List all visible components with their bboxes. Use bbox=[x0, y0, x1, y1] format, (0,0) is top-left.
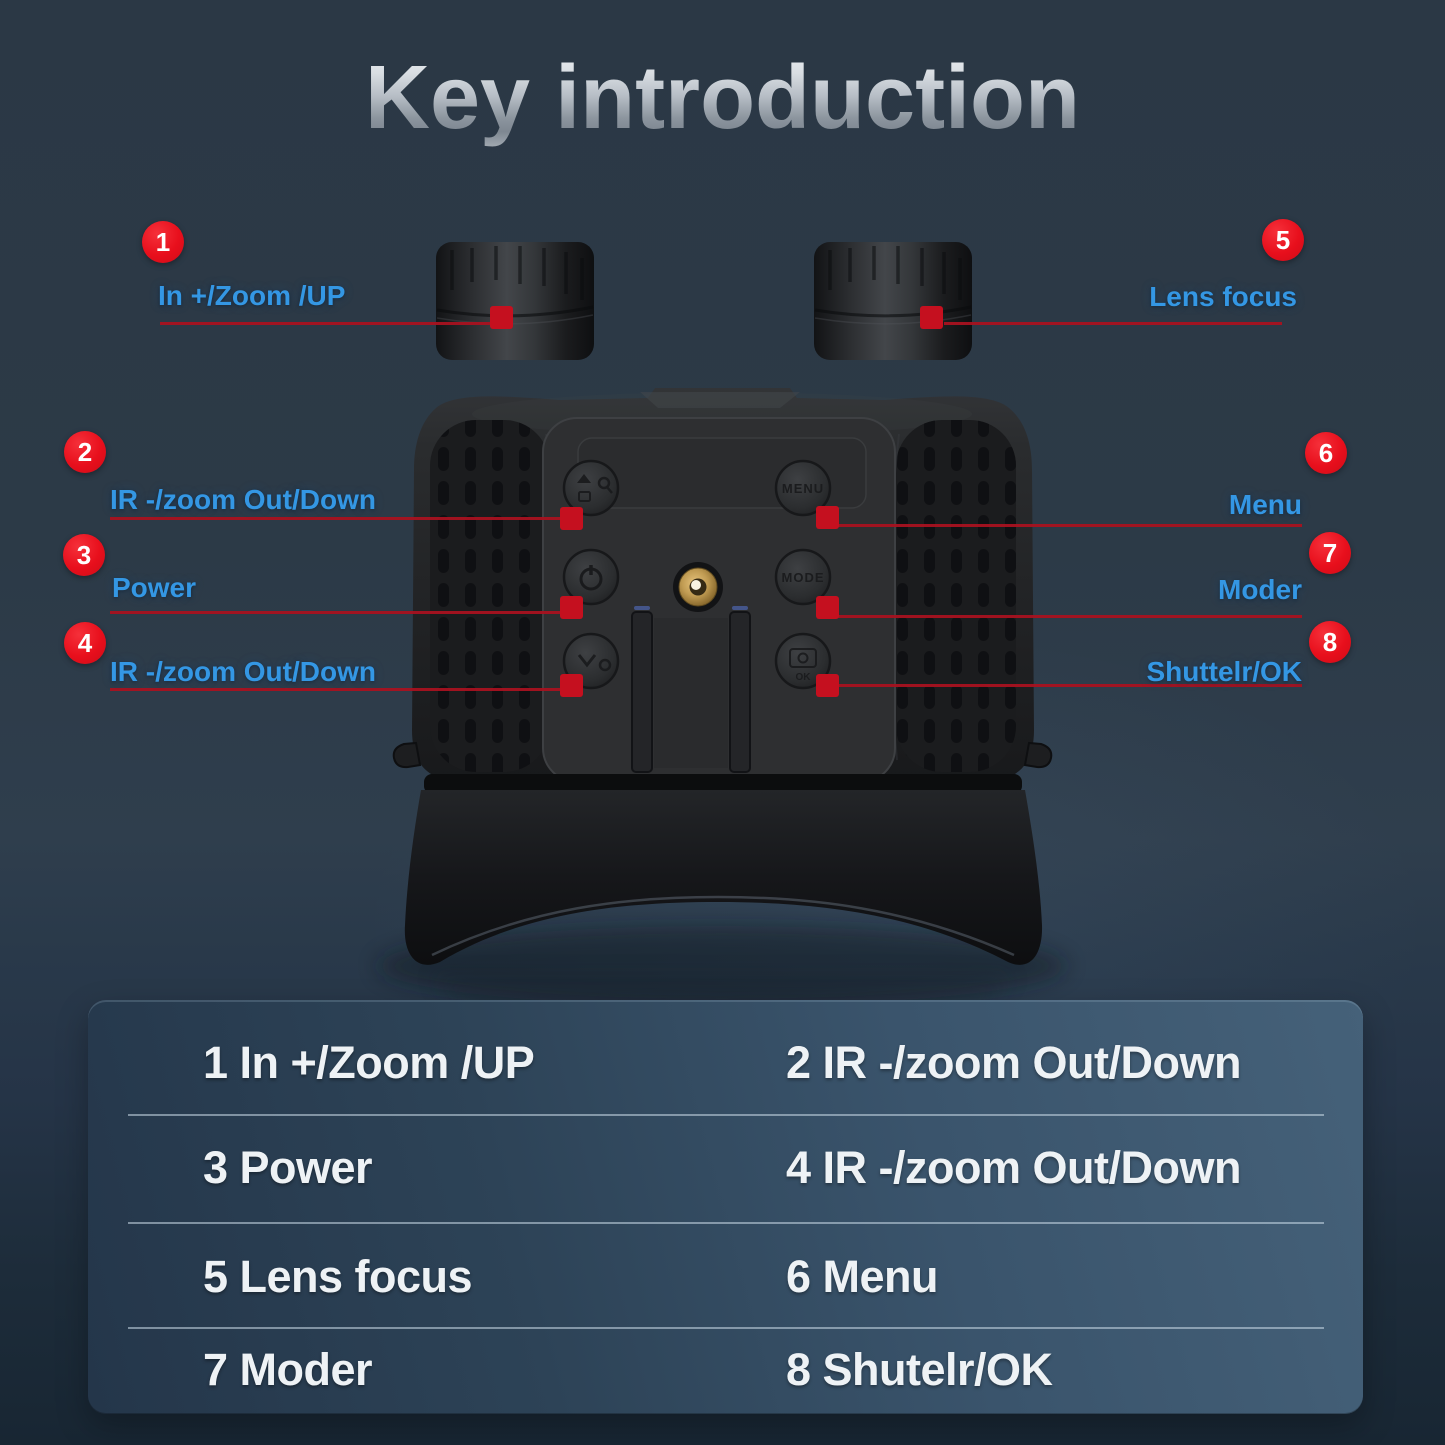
callout-label-zoom-in-up: In +/Zoom /UP bbox=[158, 280, 346, 311]
callout-marker-1 bbox=[490, 306, 513, 329]
callout-line-1 bbox=[160, 322, 501, 325]
table-cell: 2 IR -/zoom Out/Down bbox=[786, 1037, 1241, 1088]
callout-line-6 bbox=[827, 524, 1302, 527]
power-icon bbox=[579, 565, 603, 591]
page-title: Key introduction bbox=[0, 42, 1445, 154]
menu-button-label: MENU bbox=[782, 481, 824, 496]
callout-line-2 bbox=[110, 517, 572, 520]
callout-line-7 bbox=[827, 615, 1302, 618]
callout-line-8 bbox=[827, 684, 1302, 687]
callout-badge-6: 6 bbox=[1305, 432, 1347, 474]
table-divider bbox=[128, 1327, 1324, 1329]
callout-marker-7 bbox=[816, 596, 839, 619]
table-cell: 8 Shutelr/OK bbox=[786, 1344, 1053, 1395]
callout-badge-5: 5 bbox=[1262, 219, 1304, 261]
camera-icon bbox=[789, 648, 817, 668]
ok-button-label: OK bbox=[796, 672, 812, 683]
callout-label-menu: Menu bbox=[1228, 489, 1302, 520]
table-cell: 6 Menu bbox=[786, 1251, 939, 1302]
callout-marker-5 bbox=[920, 306, 943, 329]
right-grip-texture bbox=[888, 420, 1016, 772]
key-legend-table: 1 In +/Zoom /UP 2 IR -/zoom Out/Down 3 P… bbox=[88, 1000, 1363, 1414]
callout-line-3 bbox=[110, 611, 572, 614]
mode-button bbox=[774, 548, 832, 606]
table-cell: 3 Power bbox=[203, 1142, 373, 1193]
right-eyepiece-knob bbox=[814, 242, 972, 360]
callout-label-lens-focus: Lens focus bbox=[1149, 281, 1297, 312]
callout-label-power: Power bbox=[112, 572, 197, 603]
callout-badge-1: 1 bbox=[142, 221, 184, 263]
callout-label-ir-zoom-out-down-2: IR -/zoom Out/Down bbox=[110, 656, 376, 687]
callout-marker-8 bbox=[816, 674, 839, 697]
callout-marker-3 bbox=[560, 596, 583, 619]
table-divider bbox=[128, 1114, 1324, 1116]
eyecup-shroud bbox=[404, 774, 1043, 965]
callout-marker-2 bbox=[560, 507, 583, 530]
table-cell: 4 IR -/zoom Out/Down bbox=[786, 1142, 1241, 1193]
callout-marker-6 bbox=[816, 506, 839, 529]
zoom-in-up-icon bbox=[577, 474, 613, 502]
mode-button-label: MODE bbox=[782, 570, 825, 585]
left-eyepiece-knob bbox=[436, 242, 594, 360]
callout-badge-7: 7 bbox=[1309, 532, 1351, 574]
callout-marker-4 bbox=[560, 674, 583, 697]
callout-line-4 bbox=[110, 688, 572, 691]
callout-line-5 bbox=[944, 322, 1282, 325]
callout-badge-2: 2 bbox=[64, 431, 106, 473]
table-divider bbox=[128, 1222, 1324, 1224]
device-buttons: MENU MODE OK bbox=[562, 459, 832, 690]
table-cell: 7 Moder bbox=[203, 1344, 373, 1395]
zoom-in-up-button bbox=[562, 459, 620, 517]
callout-label-ir-zoom-out-down: IR -/zoom Out/Down bbox=[110, 484, 376, 515]
tripod-mount bbox=[673, 562, 723, 612]
table-cell: 1 In +/Zoom /UP bbox=[203, 1037, 535, 1088]
table-cell: 5 Lens focus bbox=[203, 1251, 473, 1302]
zoom-out-down-icon bbox=[577, 654, 612, 672]
callout-badge-4: 4 bbox=[64, 622, 106, 664]
power-button bbox=[562, 548, 620, 606]
menu-button bbox=[774, 459, 832, 517]
left-grip-texture bbox=[430, 420, 557, 772]
callout-label-moder: Moder bbox=[1218, 574, 1302, 605]
callout-label-shutter-ok: Shuttelr/OK bbox=[1146, 656, 1302, 687]
callout-badge-8: 8 bbox=[1309, 621, 1351, 663]
callout-badge-3: 3 bbox=[63, 534, 105, 576]
